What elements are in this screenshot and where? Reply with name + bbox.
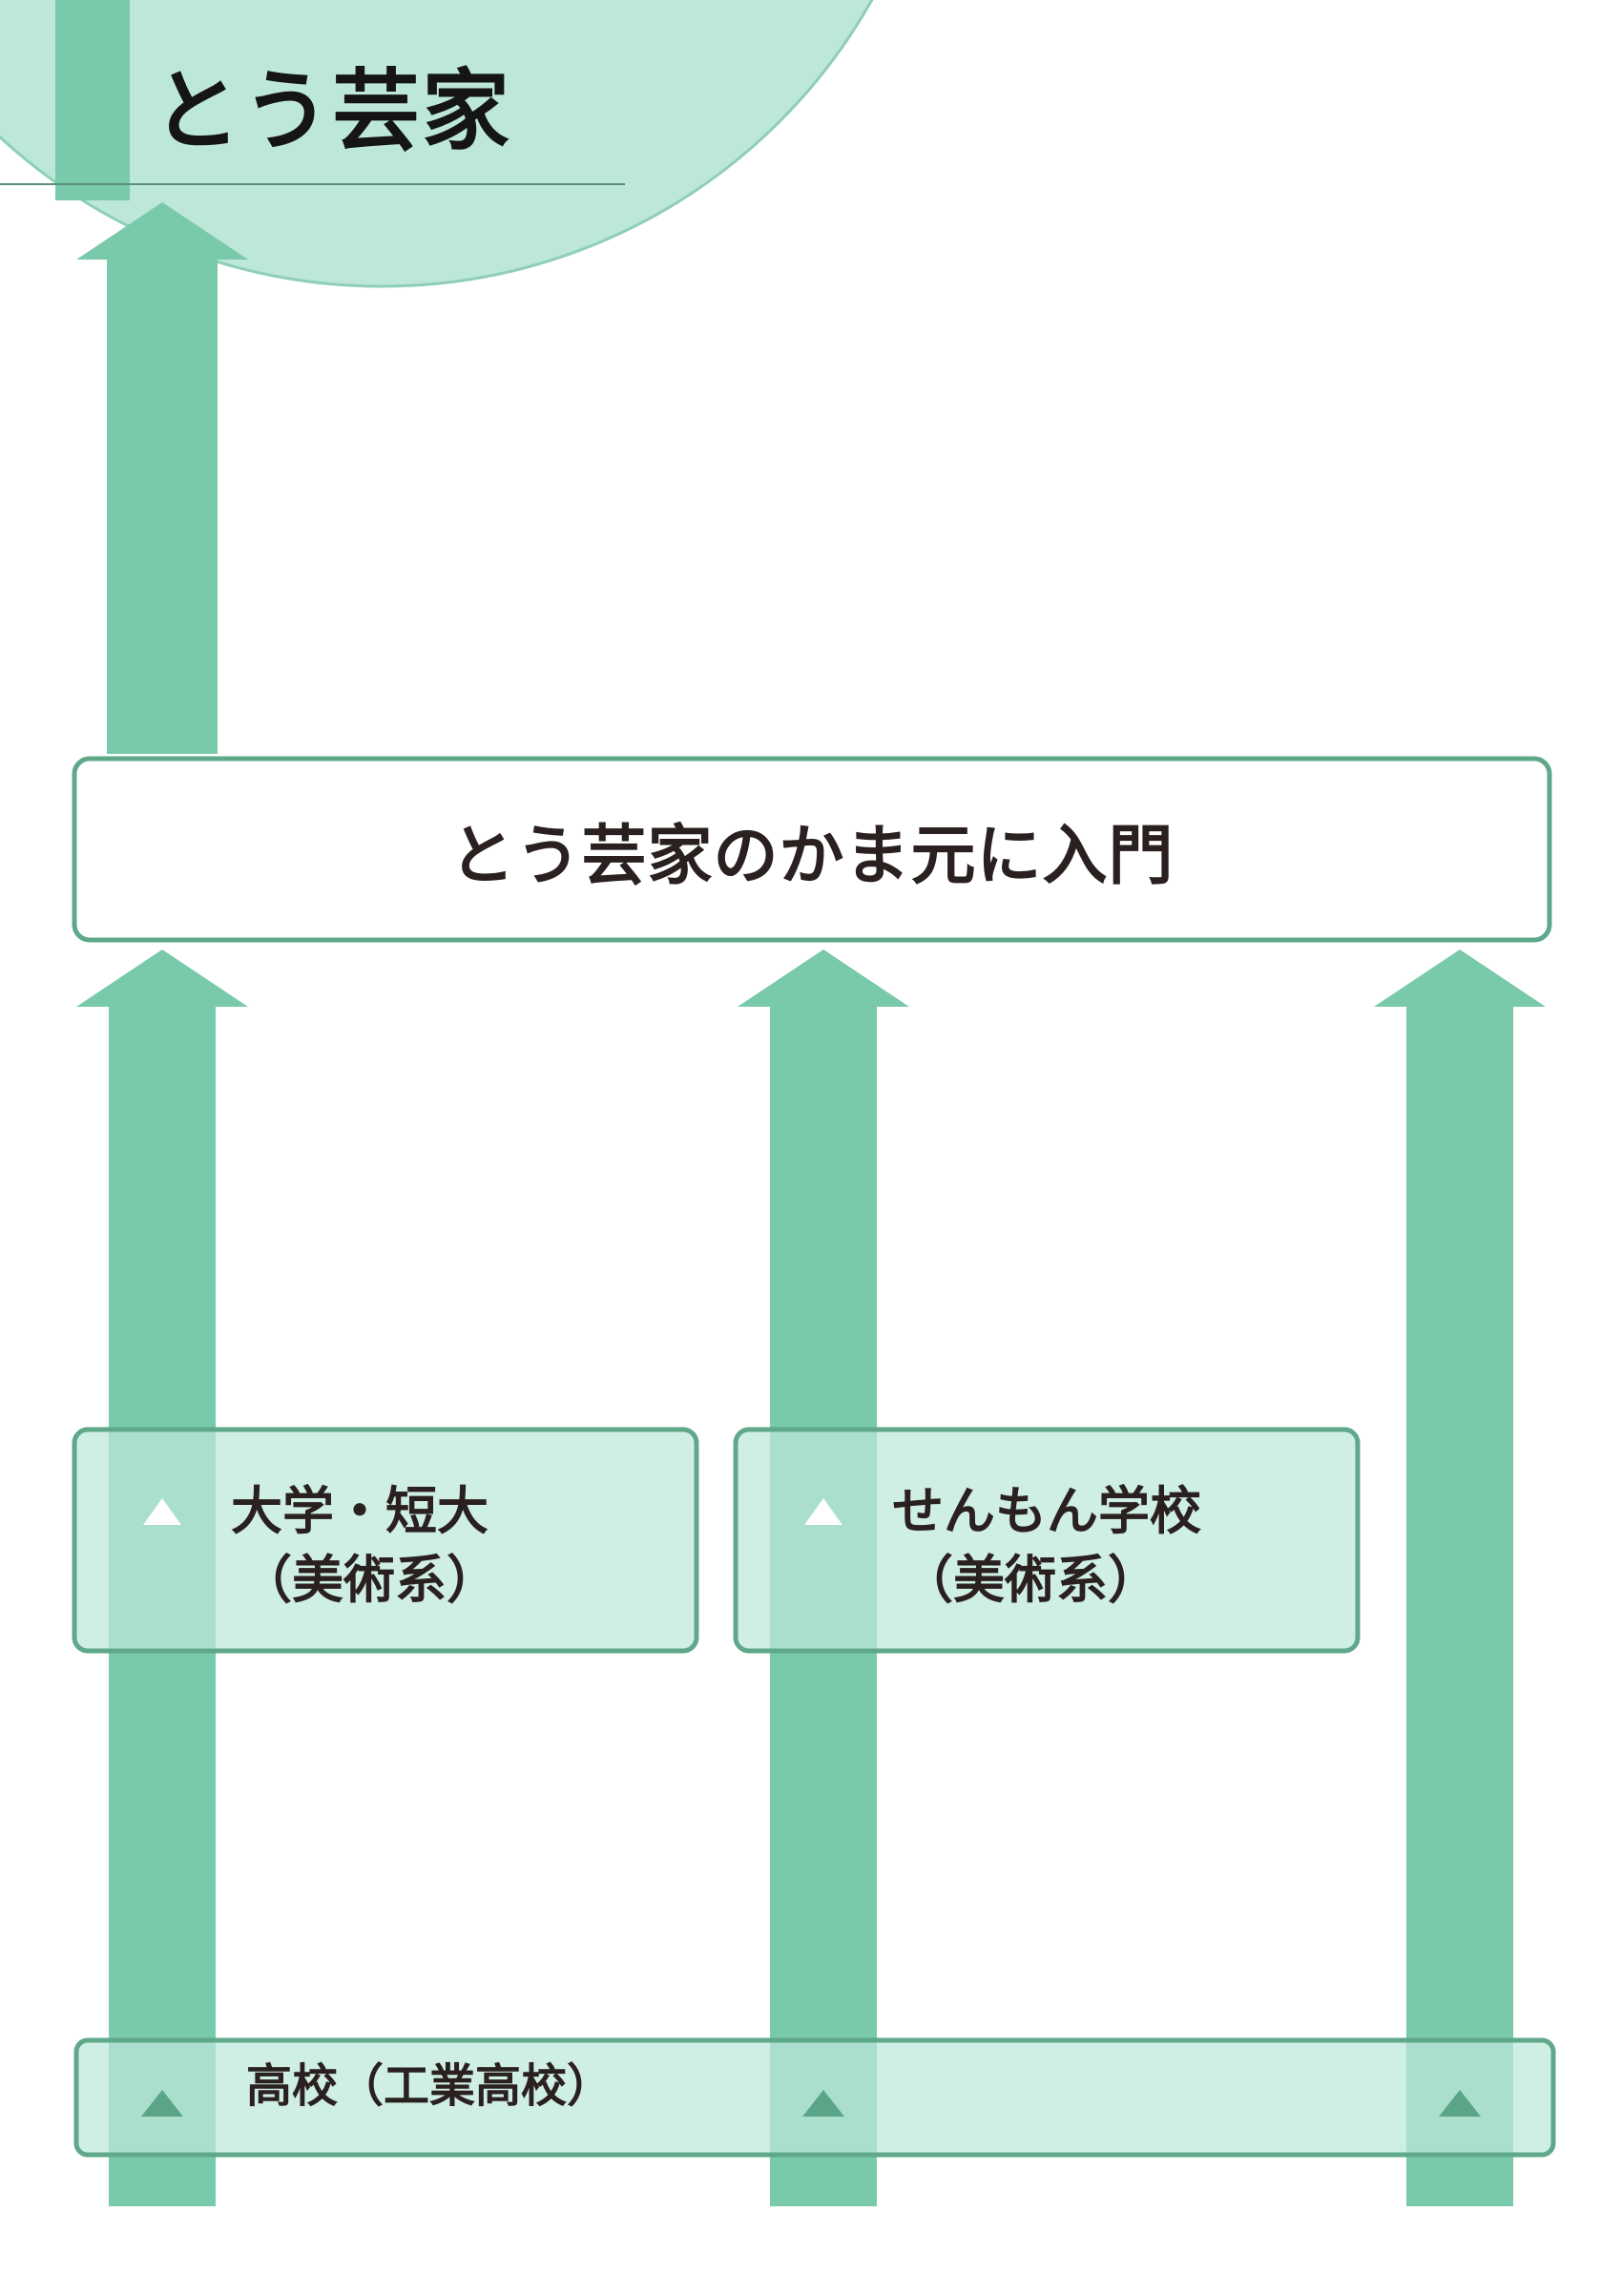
university-box xyxy=(72,1427,699,1654)
page-title: とう芸家 xyxy=(153,59,512,162)
highschool-triangle-center-icon xyxy=(802,2090,844,2117)
university-label-line2: （美術系） xyxy=(240,1550,498,1610)
main-box xyxy=(72,756,1552,943)
vocational-box xyxy=(733,1427,1361,1654)
header-circle xyxy=(0,0,874,288)
highschool-triangle-left-icon xyxy=(141,2090,183,2117)
vocational-label-line2: （美術系） xyxy=(902,1550,1159,1610)
arrow-right xyxy=(1374,950,1546,2206)
university-label: 大学・短大 （美術系） xyxy=(231,1477,498,1615)
vocational-label-line1: せんもん学校 xyxy=(892,1481,1201,1541)
highschool-triangle-right-icon xyxy=(1439,2090,1481,2117)
header-accent-bar xyxy=(55,0,130,200)
highschool-label: 高校（工業高校） xyxy=(246,2059,613,2113)
university-label-line1: 大学・短大 xyxy=(231,1481,489,1541)
university-triangle-icon xyxy=(143,1498,181,1525)
vocational-triangle-icon xyxy=(804,1498,842,1525)
vocational-label: せんもん学校 （美術系） xyxy=(892,1477,1201,1615)
main-box-label: とう芸家のかま元に入門 xyxy=(449,818,1175,894)
highschool-box xyxy=(73,2037,1556,2158)
arrow-to-potter xyxy=(76,202,248,754)
